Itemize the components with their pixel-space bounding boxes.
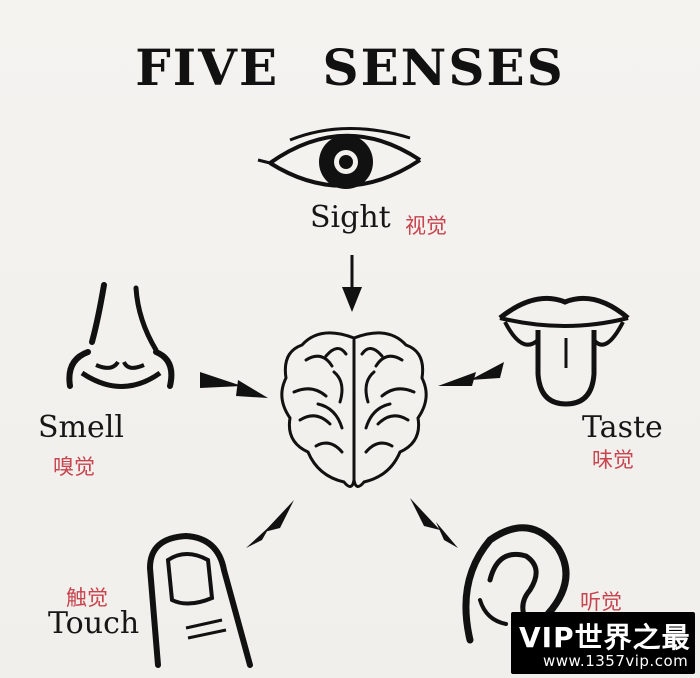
watermark-badge: VIP世界之最 www.1357vip.com (511, 612, 695, 674)
touch-label-cn: 触觉 (66, 586, 108, 610)
sight-label-cn: 视觉 (405, 214, 447, 238)
arrow-icon (342, 255, 362, 312)
hearing-label-cn: 听觉 (580, 590, 622, 614)
arrow-icon (200, 372, 268, 398)
arrow-icon (438, 362, 504, 386)
page-title: FIVE SENSES (135, 38, 565, 97)
taste-label: Taste (582, 410, 663, 445)
eye-icon (257, 127, 422, 189)
lips-tongue-icon (498, 295, 630, 407)
arrow-icon (410, 498, 458, 548)
finger-icon (146, 532, 253, 668)
arrow-icon (246, 500, 294, 548)
watermark-url: www.1357vip.com (543, 652, 689, 670)
sight-label: Sight (310, 200, 391, 235)
watermark-text: VIP世界之最 (519, 621, 691, 654)
nose-icon (66, 282, 175, 389)
brain-icon (280, 331, 428, 488)
smell-label-cn: 嗅觉 (53, 455, 95, 479)
taste-label-cn: 味觉 (592, 448, 634, 472)
touch-label: Touch (48, 606, 140, 641)
smell-label: Smell (38, 410, 124, 445)
